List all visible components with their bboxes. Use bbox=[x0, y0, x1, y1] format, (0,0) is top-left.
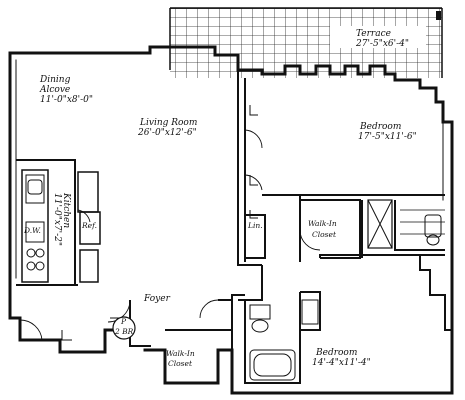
terrace-dims: 27'-5"x6'-4" bbox=[356, 39, 410, 49]
terrace-area bbox=[169, 7, 443, 78]
bath-fixtures bbox=[249, 214, 442, 381]
dishwasher-label: D.W. bbox=[24, 226, 41, 235]
bedroom2-label: Bedroom bbox=[316, 348, 358, 358]
bedroom1-label: Bedroom bbox=[360, 122, 402, 132]
terrace-label: Terrace bbox=[356, 29, 391, 39]
living-room-dims: 26'-0"x12'-6" bbox=[138, 128, 197, 138]
kitchen-dims: 11'-0"x7'-2" bbox=[52, 193, 62, 247]
dining-label-line1: Dining bbox=[40, 75, 71, 85]
walk-in-closet-1-line1: Walk-In bbox=[308, 219, 337, 228]
foyer-label: Foyer bbox=[144, 294, 170, 304]
exterior-walls bbox=[8, 45, 454, 395]
unit-badge-bottom: 2 BR bbox=[115, 327, 134, 336]
door-swings bbox=[19, 129, 321, 341]
walk-in-closet-2-line1: Walk-In bbox=[166, 349, 195, 358]
dining-dims: 11'-0"x8'-0" bbox=[40, 95, 94, 105]
refrigerator-label: Ref. bbox=[82, 221, 97, 230]
unit-badge bbox=[112, 316, 136, 340]
linen-closet-label: Lin. bbox=[248, 221, 263, 230]
interior-walls bbox=[16, 70, 452, 384]
bedroom2-dims: 14'-4"x11'-4" bbox=[312, 358, 371, 368]
living-room-label: Living Room bbox=[140, 118, 198, 128]
kitchen-fixtures bbox=[21, 169, 101, 283]
walk-in-closet-2-line2: Closet bbox=[168, 359, 192, 368]
unit-badge-top: P bbox=[121, 317, 127, 326]
bedroom1-dims: 17'-5"x11'-6" bbox=[358, 132, 417, 142]
dining-label-line2: Alcove bbox=[40, 85, 71, 95]
walk-in-closet-1-line2: Closet bbox=[312, 230, 336, 239]
